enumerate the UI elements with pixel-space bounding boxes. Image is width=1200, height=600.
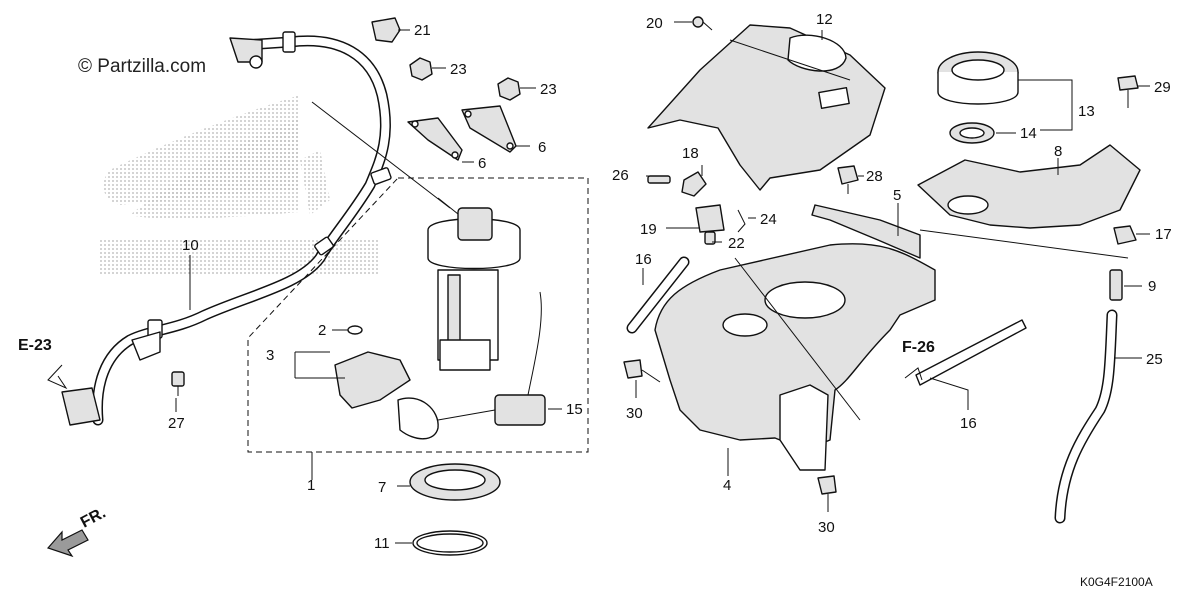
callout-5: 5 <box>893 187 901 204</box>
bolt-29 <box>1117 75 1139 108</box>
callout-11: 11 <box>374 535 390 552</box>
bolt-30a <box>623 359 661 383</box>
tank-mount-bracket <box>779 384 829 471</box>
callout-4: 4 <box>723 477 731 494</box>
callout-9: 9 <box>1148 278 1156 295</box>
clip-24 <box>737 209 746 233</box>
pump-connector <box>457 207 493 241</box>
o-ring-11 <box>412 530 488 556</box>
callout-6b: 6 <box>538 139 546 156</box>
tank-pump-opening <box>722 313 768 337</box>
diagram-code: K0G4F2100A <box>1080 575 1153 589</box>
callout-19: 19 <box>640 221 657 238</box>
callout-28: 28 <box>866 168 883 185</box>
callout-2: 2 <box>318 322 326 339</box>
callout-20: 20 <box>646 15 663 32</box>
level-sender-15 <box>397 291 546 440</box>
callout-24: 24 <box>760 211 777 228</box>
callout-16b: 16 <box>960 415 977 432</box>
callout-23a: 23 <box>450 61 467 78</box>
front-arrow-label: FR. <box>78 504 109 531</box>
pump-flange <box>427 218 521 270</box>
fuel-filter-3 <box>334 325 411 409</box>
callout-17: 17 <box>1155 226 1172 243</box>
callout-30a: 30 <box>626 405 643 422</box>
callout-14: 14 <box>1020 125 1037 142</box>
tank-filler-opening <box>764 281 846 319</box>
hose-connector <box>61 387 101 426</box>
bolt-30b <box>817 475 837 495</box>
pump-bracket <box>439 339 491 371</box>
hose-clamp <box>314 236 334 256</box>
leader-lines <box>175 21 1150 544</box>
cap-seal-14 <box>949 122 995 144</box>
callout-3: 3 <box>266 347 274 364</box>
hose-bracket <box>131 331 161 361</box>
callout-7: 7 <box>378 479 386 496</box>
fuel-pump-group <box>247 177 589 453</box>
bracket-19 <box>695 204 725 233</box>
watermark-text: © Partzilla.com <box>78 56 206 77</box>
screw-20 <box>692 16 713 31</box>
bolt-28 <box>837 165 859 194</box>
callout-27: 27 <box>168 415 185 432</box>
callout-6a: 6 <box>478 155 486 172</box>
bolt-27 <box>171 371 185 396</box>
front-direction-arrow: FR. <box>46 504 109 558</box>
bolt-22 <box>704 231 716 245</box>
nut-23a <box>409 57 433 81</box>
callout-8: 8 <box>1054 143 1062 160</box>
callout-22: 22 <box>728 235 745 252</box>
fuel-tank-4 <box>654 243 936 471</box>
callout-16a: 16 <box>635 251 652 268</box>
callout-25: 25 <box>1146 351 1163 368</box>
callout-12: 12 <box>816 11 833 28</box>
clip-21 <box>371 17 401 43</box>
ref-e23-label: E-23 <box>18 337 52 354</box>
callout-29: 29 <box>1154 79 1171 96</box>
callout-21: 21 <box>414 22 431 39</box>
plate-6a <box>407 117 463 161</box>
callout-23b: 23 <box>540 81 557 98</box>
nut-23b <box>497 77 521 101</box>
callout-30b: 30 <box>818 519 835 536</box>
plate-6b <box>461 105 517 153</box>
hose-assembly <box>61 31 392 426</box>
callout-10: 10 <box>182 237 199 254</box>
ref-f26-marker: F-26 <box>902 339 935 381</box>
callout-18: 18 <box>682 145 699 162</box>
callout-13: 13 <box>1078 103 1095 120</box>
ref-e23-marker: E-23 <box>18 337 68 390</box>
hose-16b <box>915 319 1027 386</box>
fitting-9 <box>1109 269 1123 301</box>
callout-15: 15 <box>566 401 583 418</box>
hose-clamp <box>370 167 392 185</box>
ref-f26-label: F-26 <box>902 339 935 356</box>
bolt-26 <box>647 175 671 184</box>
hose-16a <box>626 256 690 334</box>
hose-clamp <box>282 31 296 53</box>
brand-wing-watermark <box>100 95 380 274</box>
nut-17 <box>1113 225 1137 245</box>
callout-1: 1 <box>307 477 315 494</box>
filler-tray-8 <box>917 144 1141 229</box>
gasket-7 <box>409 463 501 501</box>
fuel-cap-13 <box>937 51 1019 105</box>
clamp-18 <box>681 171 707 197</box>
plate-5 <box>811 204 921 259</box>
drain-hose-25 <box>1054 309 1118 524</box>
hose-joint <box>249 55 263 69</box>
callout-26: 26 <box>612 167 629 184</box>
o-ring-2 <box>347 325 363 335</box>
callout-labels: 1 2 3 4 5 6 6 7 8 9 10 11 12 13 14 15 16… <box>168 11 1172 552</box>
tank-cover-12 <box>647 24 886 191</box>
